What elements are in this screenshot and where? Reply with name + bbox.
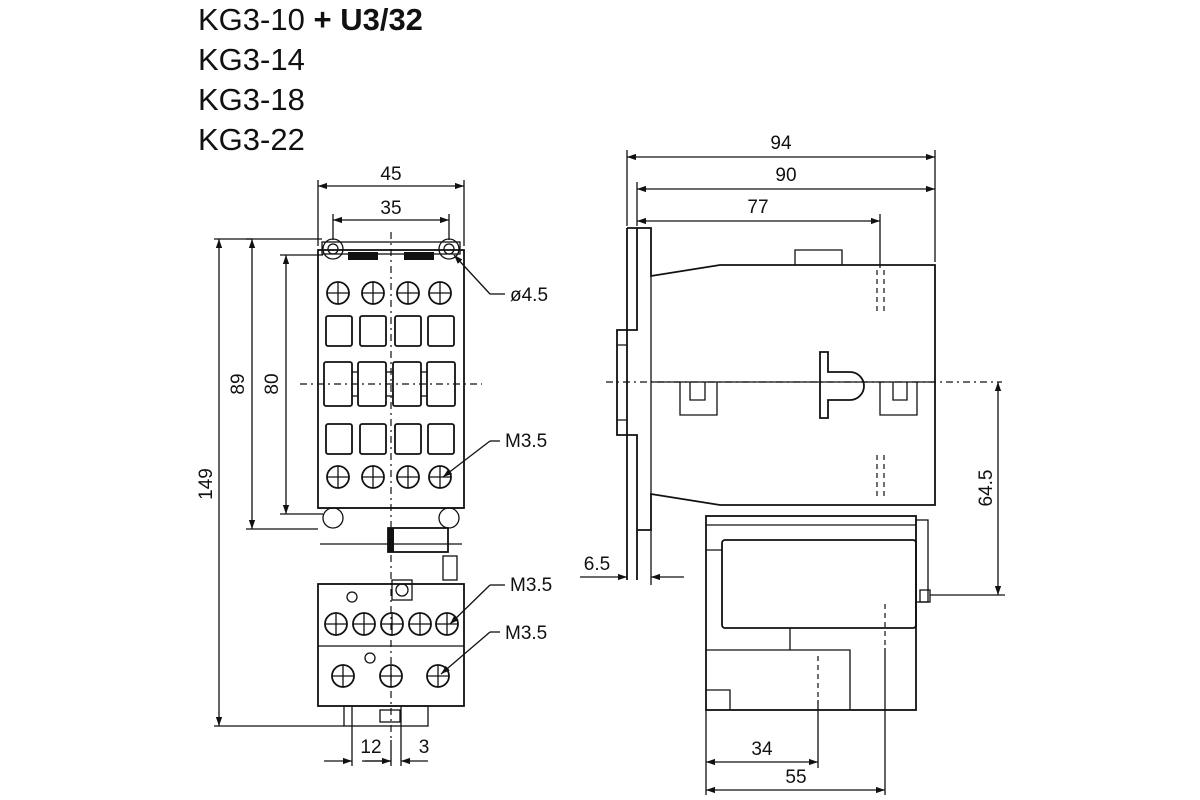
reset-indicator <box>346 591 358 603</box>
dim-depth-body: 90 <box>775 165 796 186</box>
dim-relay-terminal: 34 <box>751 739 773 760</box>
dim-relay-depth: 55 <box>785 767 806 788</box>
relay-connector <box>387 527 449 553</box>
mount-ear-lower-left <box>322 507 344 529</box>
plus-sign: + <box>313 2 332 37</box>
callout-relay-screw-upper: M3.5 <box>510 575 552 596</box>
upper-terminal-windows <box>325 315 455 347</box>
model-title-1: KG3-14 <box>198 42 305 77</box>
dim-rail-offset: 6.5 <box>584 554 610 575</box>
lower-terminal-screws <box>326 465 452 489</box>
model-title-0: KG3-10 + U3/32 <box>198 0 423 40</box>
dim-overall-height: 149 <box>196 468 217 500</box>
relay-terminal-screws <box>324 612 459 636</box>
relay-pin-block <box>343 705 429 727</box>
dim-mount-spacing: 35 <box>380 198 401 219</box>
callout-terminal-screw: M3.5 <box>505 431 547 452</box>
dim-bottom-left: 12 <box>360 737 381 758</box>
model-name: KG3-10 <box>198 2 305 37</box>
actuator-knob <box>819 351 865 419</box>
dim-mount-pitch: 80 <box>262 373 283 394</box>
dim-body-height: 89 <box>228 373 249 394</box>
side-contactor-body <box>637 227 936 531</box>
dim-depth-to-hole: 77 <box>747 197 768 218</box>
model-list: KG3-10 + U3/32 KG3-14 KG3-18 KG3-22 <box>198 0 423 160</box>
dim-depth-total: 94 <box>770 133 792 154</box>
dim-bottom-right: 3 <box>419 737 430 758</box>
side-relay-housing <box>721 539 917 629</box>
model-title-2: KG3-18 <box>198 82 305 117</box>
lower-terminal-windows <box>325 423 455 455</box>
dim-overall-width: 45 <box>380 164 401 185</box>
mount-ear-lower-right <box>438 507 460 529</box>
accessory-name: U3/32 <box>340 2 423 37</box>
model-title-3: KG3-22 <box>198 122 305 157</box>
callout-mount-hole: ø4.5 <box>510 285 548 306</box>
din-rail <box>616 227 638 580</box>
dim-rail-to-screw: 64.5 <box>976 470 997 507</box>
adjust-dial <box>391 579 413 601</box>
callout-relay-screw-lower: M3.5 <box>505 623 547 644</box>
side-view: 94 90 77 6.5 64.5 34 55 <box>580 133 1005 795</box>
upper-terminal-screws <box>326 281 452 305</box>
front-view: 45 35 149 89 80 12 3 ø4.5 <box>196 164 552 766</box>
